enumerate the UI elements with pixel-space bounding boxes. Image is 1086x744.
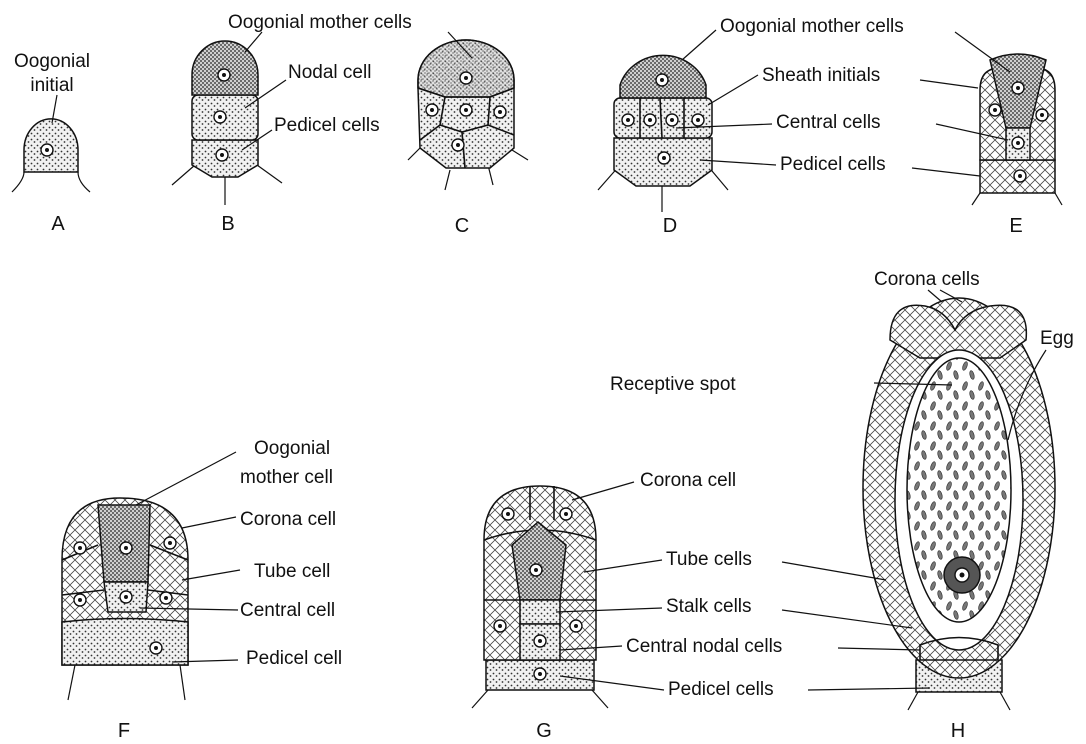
c-oogonial-mother-cell	[418, 40, 514, 97]
f-stalk-1	[68, 665, 75, 700]
d-label-sheath: Sheath initials	[762, 65, 880, 86]
e-leader-sheath	[920, 80, 978, 88]
b-leader-oogonial	[245, 32, 262, 52]
panel-b: Oogonial mother cells Nodal cell Pedicel…	[172, 12, 412, 235]
b-label-pedicel: Pedicel cells	[274, 115, 380, 136]
b-stalk-3	[257, 165, 282, 183]
f-label-oogonial: Oogonial	[254, 438, 330, 459]
panel-label-c: C	[455, 215, 469, 237]
h-leader-corona-1	[928, 290, 942, 302]
c-stalk-1	[408, 148, 420, 160]
e-stalk-2	[1055, 193, 1062, 205]
f-label-pedicel: Pedicel cell	[246, 648, 342, 669]
g-label-stalk: Stalk cells	[666, 596, 752, 617]
f-label-corona: Corona cell	[240, 509, 336, 530]
f-pedicel-cell	[62, 619, 188, 666]
b-label-oogonial-mother: Oogonial mother cells	[228, 12, 412, 33]
h-label-egg: Egg	[1040, 328, 1074, 349]
f-leader-corona	[182, 517, 236, 528]
g-stalk-2	[592, 690, 608, 708]
g-label-pedicel: Pedicel cells	[668, 679, 774, 700]
d-leader-oogonial	[682, 30, 716, 60]
f-stalk-2	[180, 665, 185, 700]
g-stalk-cells	[520, 600, 560, 624]
a-stalk-left	[12, 172, 24, 192]
a-stalk-right	[78, 172, 90, 192]
panel-c: C	[408, 32, 528, 237]
f-leader-oogonial	[136, 452, 236, 505]
g-label-tube: Tube cells	[666, 549, 752, 570]
panel-label-b: B	[221, 213, 234, 235]
panel-label-e: E	[1009, 215, 1022, 237]
panel-label-h: H	[951, 720, 965, 742]
d-label-oogonial-mother: Oogonial mother cells	[720, 16, 904, 37]
b-label-nodal: Nodal cell	[288, 62, 371, 83]
c-stalk-2	[445, 170, 450, 190]
e-leader-oogonial	[955, 32, 1010, 72]
g-label-central-nodal: Central nodal cells	[626, 636, 782, 657]
panel-f: Oogonial mother cell Corona cell Tube ce…	[62, 438, 342, 742]
f-label-central: Central cell	[240, 600, 335, 621]
h-label-corona: Corona cells	[874, 269, 980, 290]
d-leader-sheath	[708, 75, 758, 105]
d-label-pedicel: Pedicel cells	[780, 154, 886, 175]
a-label-initial: initial	[30, 75, 73, 96]
panel-e: E	[912, 32, 1062, 237]
b-stalk-1	[172, 165, 195, 185]
panel-label-f: F	[118, 720, 130, 742]
panel-g: Corona cell Tube cells Stalk cells Centr…	[472, 470, 782, 742]
e-leader-pedicel	[912, 168, 980, 176]
panel-h: Corona cells Receptive spot Egg H	[610, 269, 1074, 742]
panel-label-d: D	[663, 215, 677, 237]
h-stalk-2	[1000, 692, 1010, 710]
panel-d: Oogonial mother cells Sheath initials Ce…	[598, 16, 904, 237]
panel-label-g: G	[536, 720, 552, 742]
f-label-tube: Tube cell	[254, 561, 330, 582]
g-label-corona: Corona cell	[640, 470, 736, 491]
d-label-central: Central cells	[776, 112, 881, 133]
h-leader-pedicel	[808, 688, 930, 690]
g-leader-corona	[572, 482, 634, 500]
h-label-receptive: Receptive spot	[610, 374, 736, 395]
h-stalk-1	[908, 692, 918, 710]
a-nucleolus	[45, 148, 49, 152]
f-label-mother-cell: mother cell	[240, 467, 333, 488]
f-leader-tube	[182, 570, 240, 580]
a-label-oogonial: Oogonial	[14, 51, 90, 72]
panel-label-a: A	[51, 213, 65, 235]
panel-a: Oogonial initial A	[12, 51, 90, 235]
c-stalk-4	[512, 150, 528, 160]
g-stalk-1	[472, 690, 488, 708]
e-stalk-1	[972, 193, 980, 205]
